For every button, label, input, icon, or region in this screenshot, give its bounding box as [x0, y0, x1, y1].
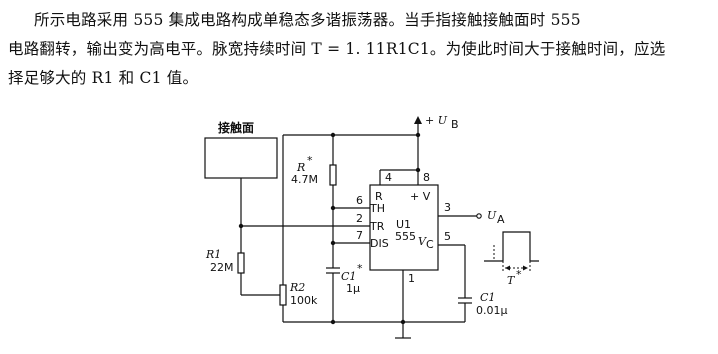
r1-name: R1 — [205, 248, 221, 261]
pulse-width-star: * — [516, 268, 522, 281]
pulse-arrow-left — [505, 265, 510, 271]
touch-plate — [204, 137, 278, 179]
pin-vc-sub: C — [426, 238, 434, 251]
rstar-star: * — [307, 154, 313, 167]
pin8-num: 8 — [423, 171, 430, 184]
c1s-name: C1 — [341, 270, 356, 283]
junction-ground-c — [330, 319, 336, 325]
ic-name: U1 — [396, 218, 411, 231]
pulse-width-label: T — [507, 274, 516, 287]
c1-name: C1 — [480, 291, 495, 304]
output-sub: A — [497, 213, 505, 226]
rstar-value: 4.7M — [291, 173, 318, 186]
supply-arrow — [414, 116, 422, 124]
pin-th-label: TH — [369, 202, 385, 215]
pin-r-label: R — [375, 190, 383, 203]
pin7-num: 7 — [356, 229, 363, 242]
output-pulse — [484, 231, 539, 262]
resistor-rstar — [329, 164, 337, 186]
resistor-r1 — [237, 252, 245, 274]
r1-value: 22M — [210, 261, 234, 274]
pin2-num: 2 — [356, 212, 363, 225]
pin-tr-label: TR — [369, 220, 385, 233]
pin-dis-label: DIS — [370, 237, 389, 250]
pin4-num: 4 — [385, 171, 392, 184]
c1s-value: 1μ — [346, 282, 360, 295]
resistor-r2 — [279, 284, 287, 306]
text-line-2: 电路翻转，输出变为高电平。脉宽持续时间 T = 1. 11R1C1。为使此时间大… — [8, 40, 666, 58]
junction-4-8 — [415, 167, 421, 173]
pin6-num: 6 — [356, 194, 363, 207]
pin3-num: 3 — [444, 201, 451, 214]
text-line-3: 择足够大的 R1 和 C1 值。 — [8, 69, 199, 87]
r2-name: R2 — [289, 281, 305, 294]
c1-value: 0.01μ — [476, 304, 508, 317]
output-label: U — [487, 209, 497, 222]
description-text: 所示电路采用 555 集成电路构成单稳态多谐振荡器。当手指接触接触面时 555 … — [8, 6, 710, 93]
rstar-name: R — [296, 161, 305, 174]
c1s-star: * — [357, 262, 363, 275]
ic-type: 555 — [395, 230, 416, 243]
r2-value: 100k — [290, 294, 318, 307]
touch-plate-label: 接触面 — [218, 120, 254, 135]
supply-sub: B — [451, 118, 459, 131]
ic-555 — [369, 184, 439, 271]
pin1-num: 1 — [408, 272, 415, 285]
supply-label: + U — [425, 114, 448, 127]
output-terminal — [476, 213, 482, 219]
pin-vc-label: V — [418, 235, 427, 248]
pin-v-label: + V — [410, 190, 431, 203]
pin5-num: 5 — [444, 230, 451, 243]
pulse-arrow-right — [523, 265, 528, 271]
text-line-1: 所示电路采用 555 集成电路构成单稳态多谐振荡器。当手指接触接触面时 555 — [34, 11, 581, 29]
